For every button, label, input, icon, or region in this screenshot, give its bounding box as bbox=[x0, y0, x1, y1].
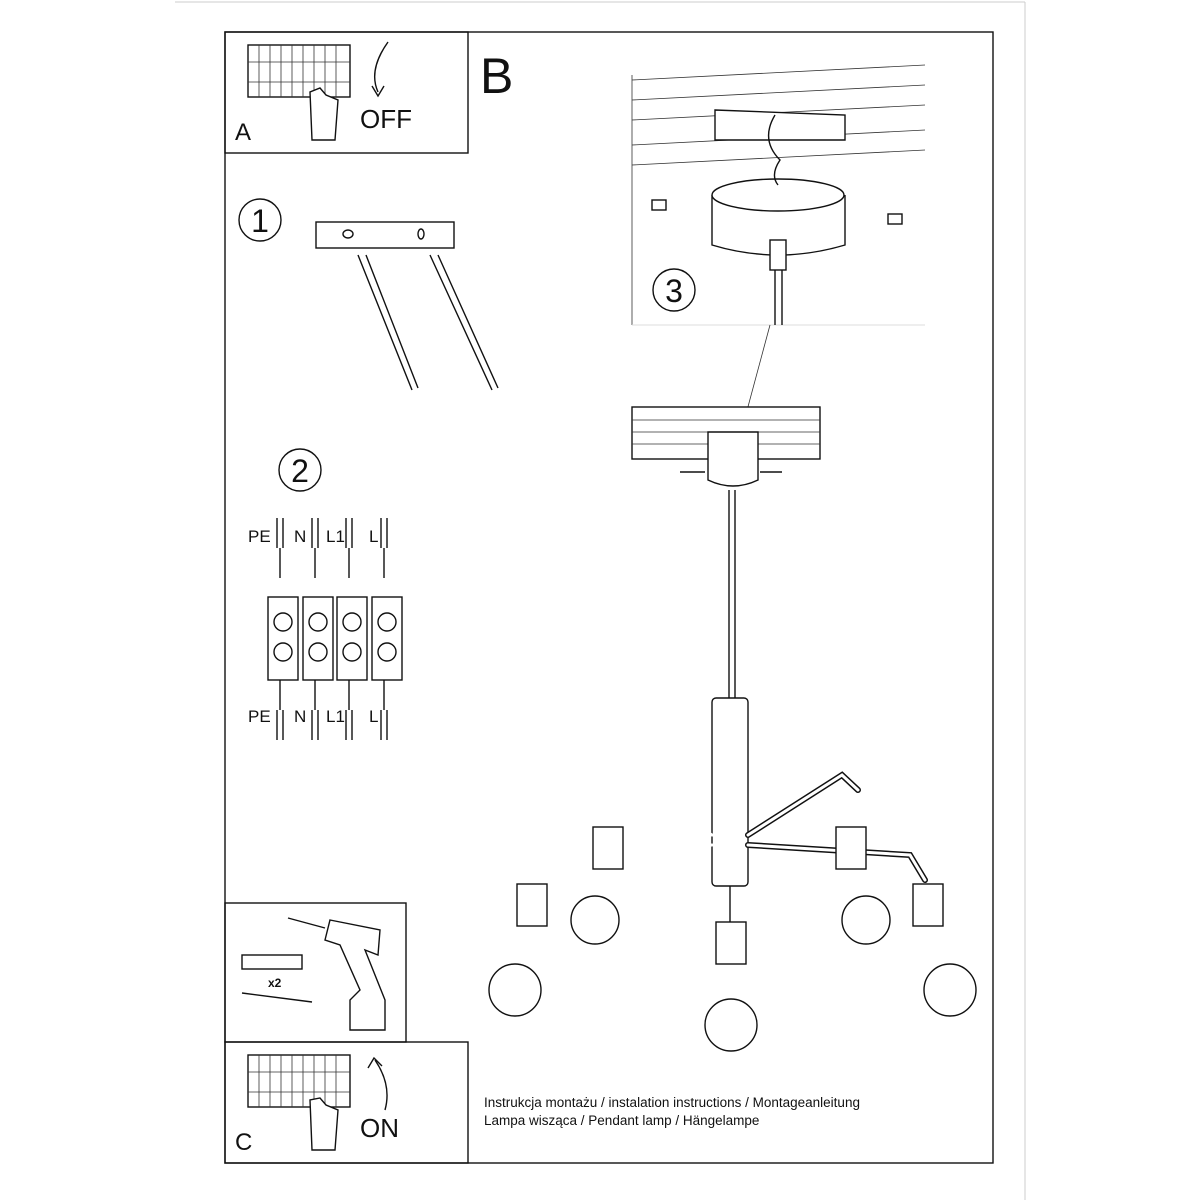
panel-b-label: B bbox=[480, 48, 513, 104]
outer-frame bbox=[224, 31, 994, 1164]
panel-c: C ON bbox=[224, 1041, 469, 1164]
wires bbox=[276, 518, 388, 740]
step-2-number: 2 bbox=[291, 453, 309, 489]
breaker-panel-icon bbox=[247, 1054, 351, 1108]
wire-label-l-bottom: L bbox=[369, 707, 378, 726]
breaker-panel-icon bbox=[247, 44, 351, 98]
screw-icon bbox=[887, 213, 903, 225]
wire-label-n-bottom: N bbox=[294, 707, 306, 726]
step-3-number: 3 bbox=[665, 273, 683, 309]
caption-line-1: Instrukcja montażu / instalation instruc… bbox=[484, 1095, 860, 1110]
caption-line-2: Lampa wisząca / Pendant lamp / Hängelamp… bbox=[484, 1113, 759, 1128]
socket bbox=[516, 883, 548, 927]
wire-label-n: N bbox=[294, 527, 306, 546]
arrow-down-icon bbox=[374, 41, 389, 93]
wire-label-l1: L1 bbox=[326, 527, 345, 546]
drill-icon bbox=[324, 919, 386, 1031]
socket bbox=[592, 826, 624, 870]
wall-plug-icon bbox=[241, 954, 303, 970]
mounting-bracket bbox=[315, 221, 455, 249]
wire-label-l1-bottom: L1 bbox=[326, 707, 345, 726]
wire-label-pe: PE bbox=[248, 527, 271, 546]
ceiling-detail: 3 bbox=[631, 64, 926, 456]
on-label: ON bbox=[360, 1113, 399, 1143]
terminal-block bbox=[267, 596, 403, 681]
lamp-body bbox=[711, 697, 749, 887]
socket bbox=[715, 921, 747, 965]
wall-plugs-icon bbox=[357, 254, 499, 391]
hand-icon bbox=[309, 1097, 339, 1151]
ceiling-bracket bbox=[714, 109, 846, 141]
socket bbox=[835, 826, 867, 870]
wire-label-l: L bbox=[369, 527, 378, 546]
socket bbox=[912, 883, 944, 927]
pendant-lamp bbox=[488, 406, 977, 1052]
step-2: 2 PE N L1 L PE N L1 L bbox=[248, 448, 403, 740]
off-label: OFF bbox=[360, 104, 412, 134]
screw-icon bbox=[241, 992, 313, 1003]
light-bulbs bbox=[488, 895, 977, 1052]
arrow-up-icon bbox=[374, 1059, 388, 1111]
step-1-badge bbox=[238, 198, 282, 242]
quantity-label: x2 bbox=[268, 976, 282, 990]
panel-c-label: C bbox=[235, 1129, 252, 1156]
canopy bbox=[707, 431, 759, 487]
panel-a-label: A bbox=[235, 119, 251, 146]
step-1: 1 bbox=[238, 198, 499, 391]
hand-icon bbox=[309, 87, 339, 141]
panel-a: A OFF bbox=[224, 31, 469, 154]
screw-icon bbox=[651, 199, 667, 211]
tools-panel: x2 bbox=[224, 902, 407, 1043]
wire-label-pe-bottom: PE bbox=[248, 707, 271, 726]
step-1-number: 1 bbox=[251, 203, 269, 239]
